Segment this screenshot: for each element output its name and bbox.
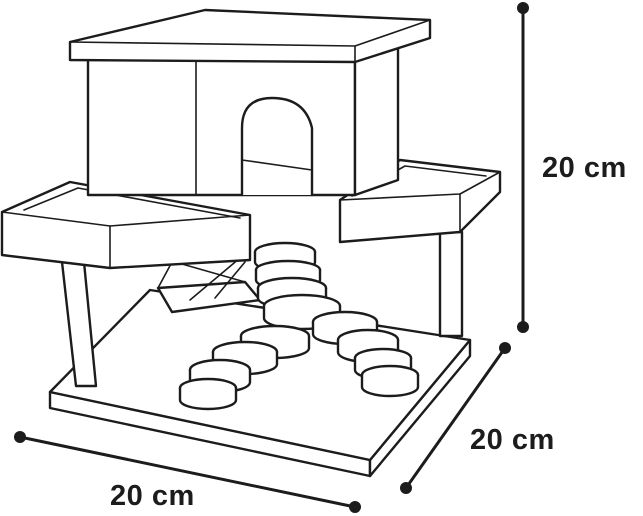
depth-dimension-line xyxy=(400,342,511,494)
spiral-steps xyxy=(178,241,420,411)
width-label: 20 cm xyxy=(110,480,195,512)
depth-label: 20 cm xyxy=(470,424,555,456)
height-label: 20 cm xyxy=(542,152,627,184)
height-dimension-line xyxy=(517,2,529,333)
width-dimension-line xyxy=(14,431,361,513)
house xyxy=(86,40,400,197)
roof xyxy=(68,8,432,64)
